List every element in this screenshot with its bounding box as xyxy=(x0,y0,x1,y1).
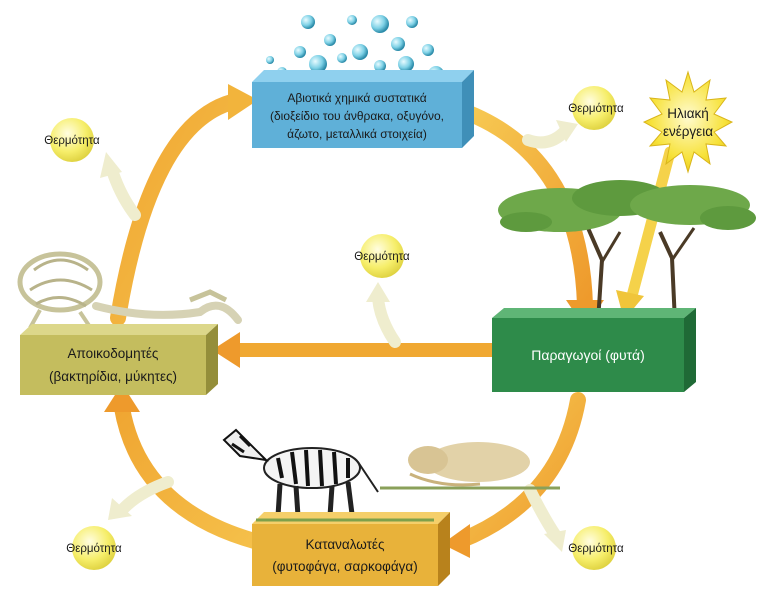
arrow-producers-to-decomposers xyxy=(212,332,496,368)
abiotic-subtitle-1: (διοξείδιο του άνθρακα, οξυγόνο, xyxy=(270,109,444,123)
consumers-box: Καταναλωτές (φυτοφάγα, σαρκοφάγα) xyxy=(252,512,450,586)
consumers-subtitle: (φυτοφάγα, σαρκοφάγα) xyxy=(272,559,417,574)
decomposers-title: Αποικοδομητές xyxy=(68,346,159,361)
heat-arrow-bottom-right xyxy=(524,484,566,552)
producers-box: Παραγωγοί (φυτά) xyxy=(492,308,696,392)
heat-arrow-center xyxy=(366,282,401,348)
zebra-illustration xyxy=(222,428,379,517)
heat-circle-bottom-right: Θερμότητα xyxy=(568,526,624,570)
abiotic-components-box: Αβιοτικά χημικά συστατικά (διοξείδιο του… xyxy=(252,70,474,148)
decomposers-subtitle: (βακτηρίδια, μύκητες) xyxy=(49,369,177,384)
heat-label-center: Θερμότητα xyxy=(354,251,410,263)
sun-label-line1: Ηλιακή xyxy=(667,106,709,121)
consumers-title: Καταναλωτές xyxy=(306,537,385,552)
arrow-consumers-to-decomposers xyxy=(104,384,266,550)
abiotic-subtitle-2: άζωτο, μεταλλικά στοιχεία) xyxy=(287,127,427,141)
lioness-illustration xyxy=(380,442,560,490)
heat-circle-center: Θερμότητα xyxy=(354,234,410,278)
heat-arrow-left-upper xyxy=(100,152,141,221)
arrow-producers-to-consumers xyxy=(442,392,586,558)
heat-label-top-right: Θερμότητα xyxy=(568,103,624,115)
decomposers-box: Αποικοδομητές (βακτηρίδια, μύκητες) xyxy=(20,324,218,395)
heat-circle-bottom-left: Θερμότητα xyxy=(66,526,122,570)
heat-label-bottom-left: Θερμότητα xyxy=(66,543,122,555)
arrow-decomposers-to-abiotic xyxy=(110,84,258,326)
heat-circle-left-upper: Θερμότητα xyxy=(44,118,100,162)
sun-icon: Ηλιακή ενέργεια xyxy=(642,70,734,174)
acacia-trees-illustration xyxy=(498,180,756,323)
abiotic-title: Αβιοτικά χημικά συστατικά xyxy=(287,91,426,105)
heat-arrow-top-right xyxy=(522,120,578,149)
heat-circle-top-right: Θερμότητα xyxy=(568,86,624,130)
producers-label: Παραγωγοί (φυτά) xyxy=(531,347,644,363)
heat-label-left-upper: Θερμότητα xyxy=(44,135,100,147)
sun-label-line2: ενέργεια xyxy=(663,124,713,139)
heat-label-bottom-right: Θερμότητα xyxy=(568,543,624,555)
heat-arrow-bottom-left xyxy=(108,476,174,520)
